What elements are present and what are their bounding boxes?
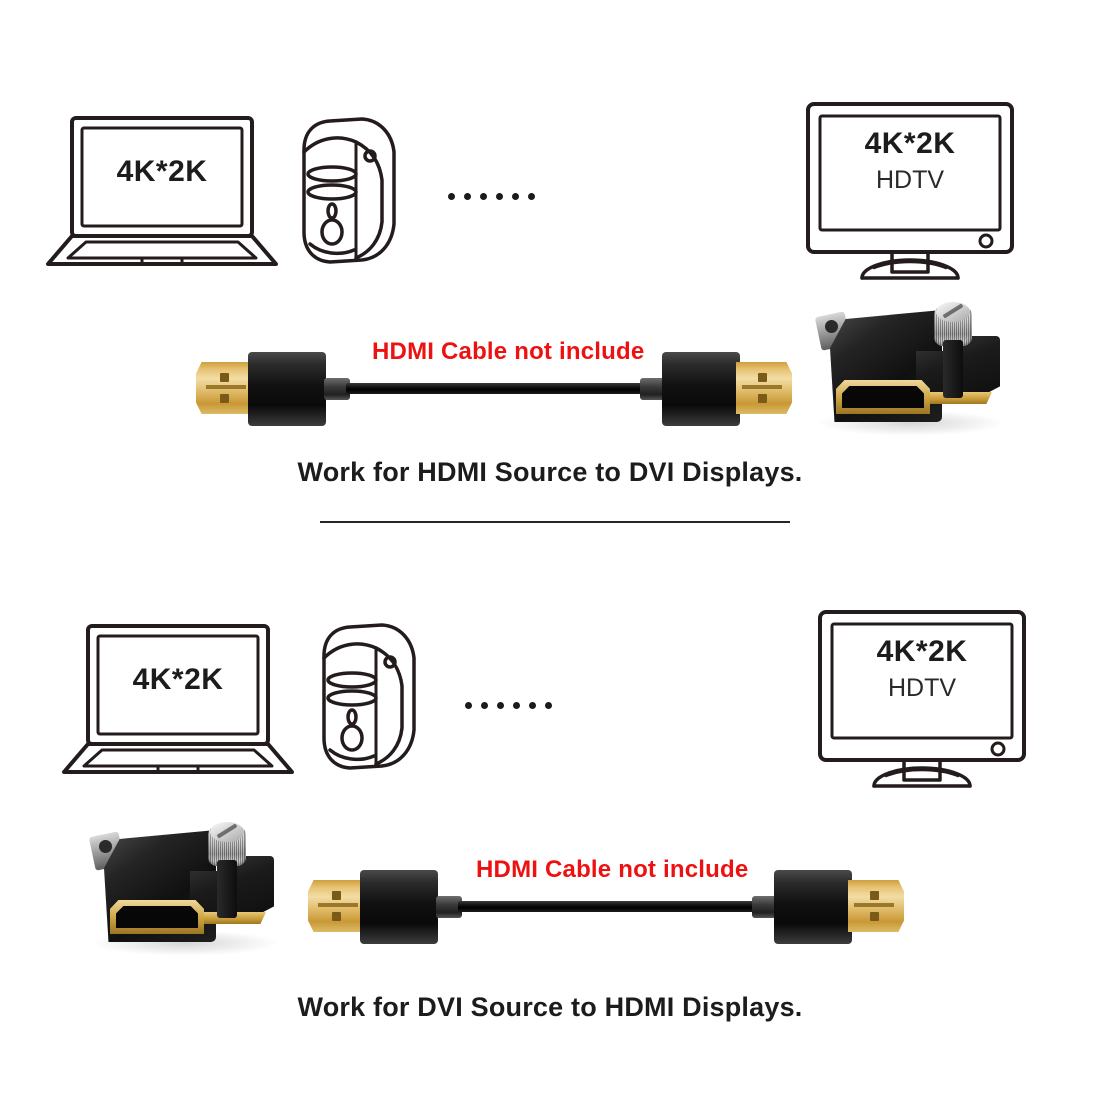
- hdmi-plug-right-pin-bottom: [758, 394, 767, 403]
- cable-not-included-note: HDMI Cable not include: [476, 856, 749, 883]
- hdmi-plug-left-pin-top: [220, 373, 229, 382]
- desktop-tower-icon: [308, 618, 428, 778]
- adapter-screw-post: [217, 860, 237, 918]
- adapter-mount-hole-left: [99, 840, 112, 853]
- dvi-to-hdmi-adapter: [812, 292, 1012, 442]
- ellipsis-dots-icon: [465, 702, 552, 709]
- dvi-to-hdmi-adapter: [86, 812, 286, 962]
- hdmi-plug-left-pin-bottom: [332, 912, 341, 921]
- section-caption-hdmi-to-dvi: Work for HDMI Source to DVI Displays.: [297, 457, 803, 487]
- hdmi-plug-left-pin-top: [332, 891, 341, 900]
- hdmi-plug-right-pin-top: [758, 373, 767, 382]
- desktop-tower-icon: [288, 112, 408, 272]
- laptop-icon: 4K*2K: [58, 620, 298, 780]
- hdmi-hood-left: [360, 870, 438, 944]
- hdmi-plug-right-notch: [854, 903, 894, 907]
- laptop-icon: 4K*2K: [42, 112, 282, 272]
- adapter-dvi-contacts: [196, 912, 266, 924]
- adapter-dvi-contacts: [922, 392, 992, 404]
- ellipsis-dots-icon: [448, 193, 535, 200]
- hdmi-cable: HDMI Cable not include: [196, 338, 796, 436]
- adapter-hdmi-port-cavity: [842, 386, 924, 408]
- cable-not-included-note: HDMI Cable not include: [372, 338, 645, 365]
- hdmi-plug-left-notch: [206, 385, 246, 389]
- adapter-mount-hole-left: [825, 320, 838, 333]
- hdtv-monitor-icon: 4K*2K HDTV: [800, 100, 1020, 280]
- hdmi-hood-right: [662, 352, 740, 426]
- hdmi-strain-relief-right: [752, 896, 778, 918]
- section-caption-dvi-to-hdmi: Work for DVI Source to HDMI Displays.: [297, 992, 803, 1022]
- section-divider: [320, 521, 790, 523]
- hdmi-hood-left: [248, 352, 326, 426]
- hdmi-plug-left-notch: [318, 903, 358, 907]
- adapter-screw-post: [943, 340, 963, 398]
- hdmi-plug-left-pin-bottom: [220, 394, 229, 403]
- hdmi-plug-right-notch: [742, 385, 782, 389]
- hdmi-plug-right-pin-bottom: [870, 912, 879, 921]
- hdmi-strain-relief-left: [324, 378, 350, 400]
- hdmi-strain-relief-right: [640, 378, 666, 400]
- hdtv-monitor-icon: 4K*2K HDTV: [812, 608, 1032, 788]
- hdmi-strain-relief-left: [436, 896, 462, 918]
- hdmi-cable-wire: [346, 383, 676, 394]
- hdmi-cable-wire: [458, 901, 788, 912]
- hdmi-hood-right: [774, 870, 852, 944]
- adapter-hdmi-port-cavity: [116, 906, 198, 928]
- hdmi-plug-right-pin-top: [870, 891, 879, 900]
- hdmi-cable: HDMI Cable not include: [308, 856, 908, 954]
